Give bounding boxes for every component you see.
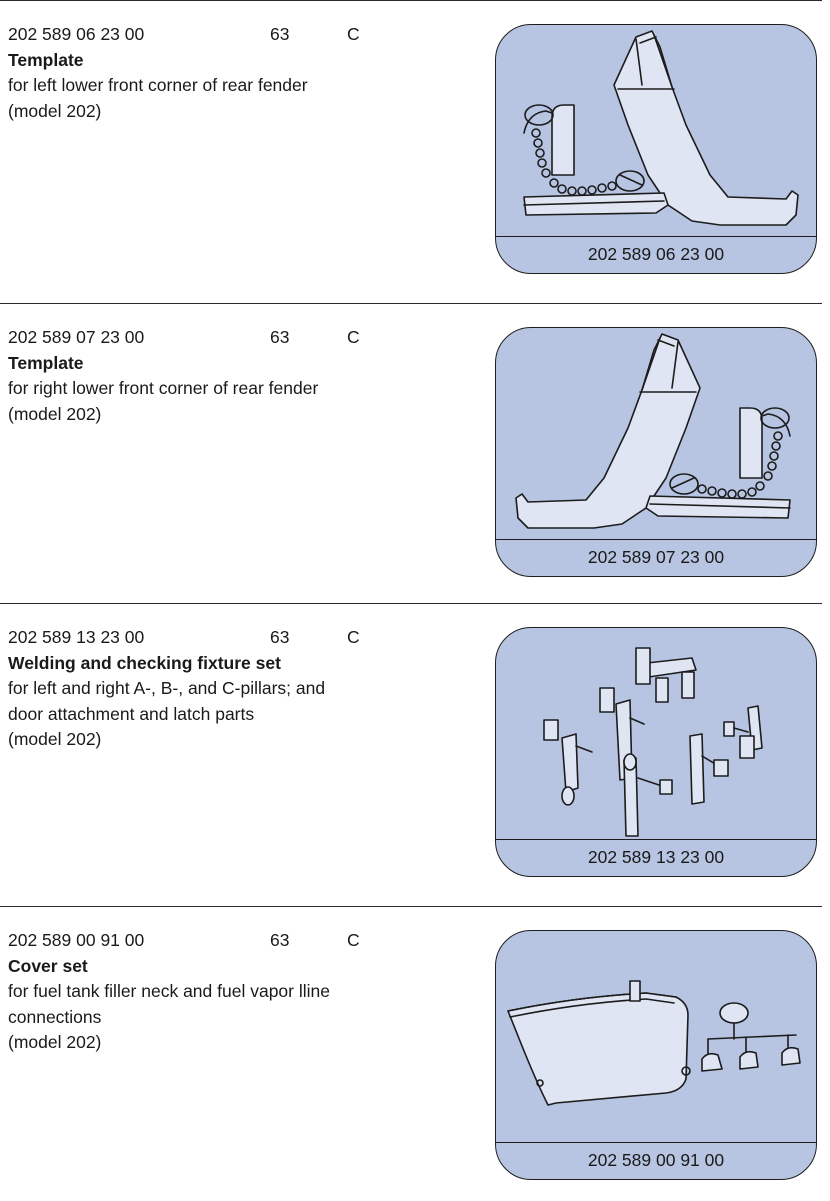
section-divider xyxy=(0,906,822,907)
group-number: 63 xyxy=(270,627,290,647)
section-divider xyxy=(0,0,822,1)
section-divider xyxy=(0,603,822,604)
entry-header-row: 202 589 07 23 00 63 C xyxy=(8,325,360,351)
catalog-entry: 202 589 13 23 00 63 C Welding and checki… xyxy=(0,603,830,898)
entry-text: 202 589 13 23 00 63 C Welding and checki… xyxy=(8,625,360,753)
entry-title: Template xyxy=(8,352,84,373)
part-number: 202 589 06 23 00 xyxy=(8,24,145,44)
entry-header-row: 202 589 13 23 00 63 C xyxy=(8,625,360,651)
illustration-caption: 202 589 07 23 00 xyxy=(496,539,816,576)
entry-description: for left and right A-, B-, and C-pillars… xyxy=(8,678,326,724)
entry-description: for right lower front corner of rear fen… xyxy=(8,378,319,398)
entry-header-row: 202 589 06 23 00 63 C xyxy=(8,22,360,48)
illustration-panel: 202 589 06 23 00 xyxy=(495,24,817,274)
left-fender-template-drawing xyxy=(523,30,799,226)
right-fender-template-drawing xyxy=(515,333,791,529)
illustration-caption: 202 589 00 91 00 xyxy=(496,1142,816,1179)
entry-header-row: 202 589 00 91 00 63 C xyxy=(8,928,360,954)
catalog-entry: 202 589 07 23 00 63 C Template for right… xyxy=(0,303,830,598)
category-code: C xyxy=(347,930,360,950)
fixture-set-drawing xyxy=(543,647,763,837)
illustration-panel: 202 589 07 23 00 xyxy=(495,327,817,577)
catalog-entry: 202 589 06 23 00 63 C Template for left … xyxy=(0,0,830,295)
part-number: 202 589 00 91 00 xyxy=(8,930,145,950)
entry-text: 202 589 06 23 00 63 C Template for left … xyxy=(8,22,360,124)
category-code: C xyxy=(347,627,360,647)
entry-model: (model 202) xyxy=(8,1032,102,1052)
entry-model: (model 202) xyxy=(8,100,102,121)
illustration-caption: 202 589 13 23 00 xyxy=(496,839,816,876)
entry-description: for left lower front corner of rear fend… xyxy=(8,75,308,95)
illustration-panel: 202 589 00 91 00 xyxy=(495,930,817,1180)
part-number: 202 589 13 23 00 xyxy=(8,627,145,647)
entry-model: (model 202) xyxy=(8,403,102,424)
illustration-caption: 202 589 06 23 00 xyxy=(496,236,816,273)
category-code: C xyxy=(347,24,360,44)
cover-set-drawing xyxy=(507,980,801,1106)
entry-text: 202 589 00 91 00 63 C Cover set for fuel… xyxy=(8,928,360,1056)
category-code: C xyxy=(347,327,360,347)
illustration-panel: 202 589 13 23 00 xyxy=(495,627,817,877)
entry-description: for fuel tank filler neck and fuel vapor… xyxy=(8,981,330,1027)
group-number: 63 xyxy=(270,327,290,347)
catalog-entry: 202 589 00 91 00 63 C Cover set for fuel… xyxy=(0,906,830,1201)
entry-text: 202 589 07 23 00 63 C Template for right… xyxy=(8,325,360,427)
part-number: 202 589 07 23 00 xyxy=(8,327,145,347)
group-number: 63 xyxy=(270,24,290,44)
group-number: 63 xyxy=(270,930,290,950)
entry-title: Template xyxy=(8,49,84,70)
entry-title: Welding and checking fixture set xyxy=(8,652,281,673)
entry-title: Cover set xyxy=(8,955,88,976)
entry-model: (model 202) xyxy=(8,729,102,749)
section-divider xyxy=(0,303,822,304)
